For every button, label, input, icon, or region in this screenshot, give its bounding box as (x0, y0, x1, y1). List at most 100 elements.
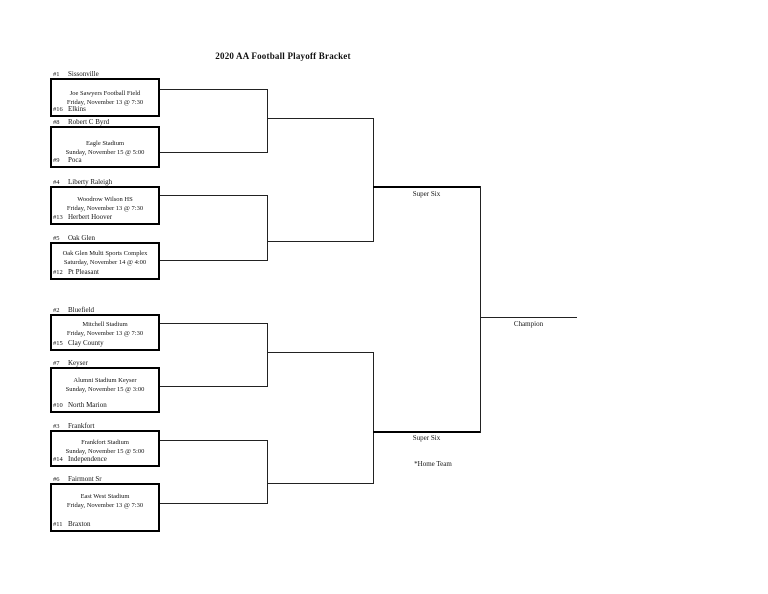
home-team-note: *Home Team (414, 460, 452, 468)
matchup-box-1: #1 Sissonville Joe Sawyers Football Field… (50, 70, 160, 117)
bracket-connector-line (160, 440, 268, 441)
venue-name: Oak Glen Multi Sports Complex (62, 250, 148, 257)
seed-label: #16 (53, 106, 63, 113)
bracket-connector-line (267, 195, 268, 261)
team-name: Sissonville (68, 70, 99, 78)
team-entry: #2 Bluefield (53, 306, 94, 315)
bracket-connector-line (267, 483, 374, 484)
game-datetime: Friday, November 13 @ 7:30 (66, 502, 144, 509)
game-datetime: Sunday, November 15 @ 5:00 (65, 448, 145, 455)
bracket-connector-line (160, 152, 268, 153)
seed-label: #2 (53, 307, 60, 314)
team-entry: #1 Sissonville (53, 70, 99, 79)
matchup-box-3: #4 Liberty Raleigh Woodrow Wilson HS Frid… (50, 178, 160, 225)
game-info: Oak Glen Multi Sports Complex Saturday, … (52, 244, 158, 267)
team-name: Pt Pleasant (68, 268, 99, 276)
bracket-connector-line (160, 386, 268, 387)
bracket-connector-line (267, 323, 268, 387)
team-name: Braxton (68, 520, 91, 528)
bracket-connector-line (373, 352, 374, 484)
team-name: Robert C Byrd (68, 118, 110, 126)
team-entry: #15 Clay County (53, 339, 104, 348)
game-info: East West Stadium Friday, November 13 @ … (52, 485, 158, 510)
game-datetime: Friday, November 13 @ 7:30 (66, 99, 144, 106)
bracket-connector-line (160, 323, 268, 324)
seed-label: #4 (53, 179, 60, 186)
seed-label: #6 (53, 476, 60, 483)
game-info: Eagle Stadium Sunday, November 15 @ 5:00 (52, 128, 158, 157)
bracket-connector-line (267, 241, 374, 242)
matchup-box-5: #2 Bluefield Mitchell Stadium Friday, Nov… (50, 306, 160, 351)
seed-label: #12 (53, 269, 63, 276)
team-entry: #4 Liberty Raleigh (53, 178, 112, 187)
team-name: Frankfort (68, 422, 95, 430)
venue-name: Alumni Stadium Keyser (73, 377, 137, 384)
super-six-line-top (373, 186, 481, 188)
game-info: Joe Sawyers Football Field Friday, Novem… (52, 80, 158, 107)
matchup-box-7: #3 Frankfort Frankfort Stadium Sunday, No… (50, 422, 160, 467)
team-name: Oak Glen (68, 234, 96, 242)
seed-label: #9 (53, 157, 60, 164)
game-datetime: Saturday, November 14 @ 4:00 (63, 259, 147, 266)
bracket-connector-line (480, 186, 481, 433)
venue-name: Joe Sawyers Football Field (69, 90, 141, 97)
team-name: Keyser (68, 359, 88, 367)
bracket-connector-line (267, 352, 374, 353)
game-info: Woodrow Wilson HS Friday, November 13 @ … (52, 188, 158, 213)
seed-label: #13 (53, 214, 63, 221)
team-entry: #9 Poca (53, 156, 82, 165)
super-six-line-bottom (373, 431, 481, 433)
team-name: Herbert Hoover (68, 213, 113, 221)
team-entry: #11 Braxton (53, 520, 91, 529)
team-name: Clay County (68, 339, 104, 347)
seed-label: #11 (53, 521, 63, 528)
game-info: Frankfort Stadium Sunday, November 15 @ … (52, 432, 158, 456)
team-entry: #3 Frankfort (53, 422, 94, 431)
seed-label: #1 (53, 71, 60, 78)
game-datetime: Friday, November 13 @ 7:30 (66, 330, 144, 337)
bracket-connector-line (160, 260, 268, 261)
bracket-connector-line (160, 89, 268, 90)
team-name: Elkins (68, 105, 86, 113)
team-entry: #5 Oak Glen (53, 234, 95, 243)
bracket-connector-line (373, 118, 374, 242)
champion-label: Champion (513, 320, 544, 328)
champion-line (480, 317, 577, 318)
page-title: 2020 AA Football Playoff Bracket (215, 51, 351, 61)
game-datetime: Friday, November 13 @ 7:30 (66, 205, 144, 212)
team-name: Poca (68, 156, 82, 164)
venue-name: Frankfort Stadium (81, 439, 129, 446)
super-six-label-top: Super Six (412, 190, 441, 198)
team-name: Liberty Raleigh (68, 178, 113, 186)
bracket-connector-line (267, 89, 268, 153)
seed-label: #15 (53, 340, 63, 347)
bracket-connector-line (160, 195, 268, 196)
venue-name: Eagle Stadium (85, 140, 125, 147)
venue-name: Mitchell Stadium (82, 321, 128, 328)
team-name: North Marion (68, 401, 107, 409)
bracket-connector-line (267, 440, 268, 504)
team-name: Independence (68, 455, 107, 463)
team-entry: #13 Herbert Hoover (53, 213, 112, 222)
team-name: Fairmont Sr (68, 475, 102, 483)
venue-name: East West Stadium (80, 493, 130, 500)
bracket-connector-line (160, 503, 268, 504)
super-six-label-bottom: Super Six (412, 434, 441, 442)
game-info: Alumni Stadium Keyser Sunday, November 1… (52, 369, 158, 394)
team-name: Bluefield (68, 306, 95, 314)
seed-label: #5 (53, 235, 60, 242)
matchup-box-8: #6 Fairmont Sr East West Stadium Friday, … (50, 475, 160, 532)
team-entry: #6 Fairmont Sr (53, 475, 102, 484)
game-info: Mitchell Stadium Friday, November 13 @ 7… (52, 316, 158, 338)
game-datetime: Sunday, November 15 @ 5:00 (65, 149, 145, 156)
seed-label: #3 (53, 423, 60, 430)
matchup-box-4: #5 Oak Glen Oak Glen Multi Sports Complex… (50, 234, 160, 280)
venue-name: Woodrow Wilson HS (77, 196, 133, 203)
game-datetime: Sunday, November 15 @ 3:00 (65, 386, 145, 393)
